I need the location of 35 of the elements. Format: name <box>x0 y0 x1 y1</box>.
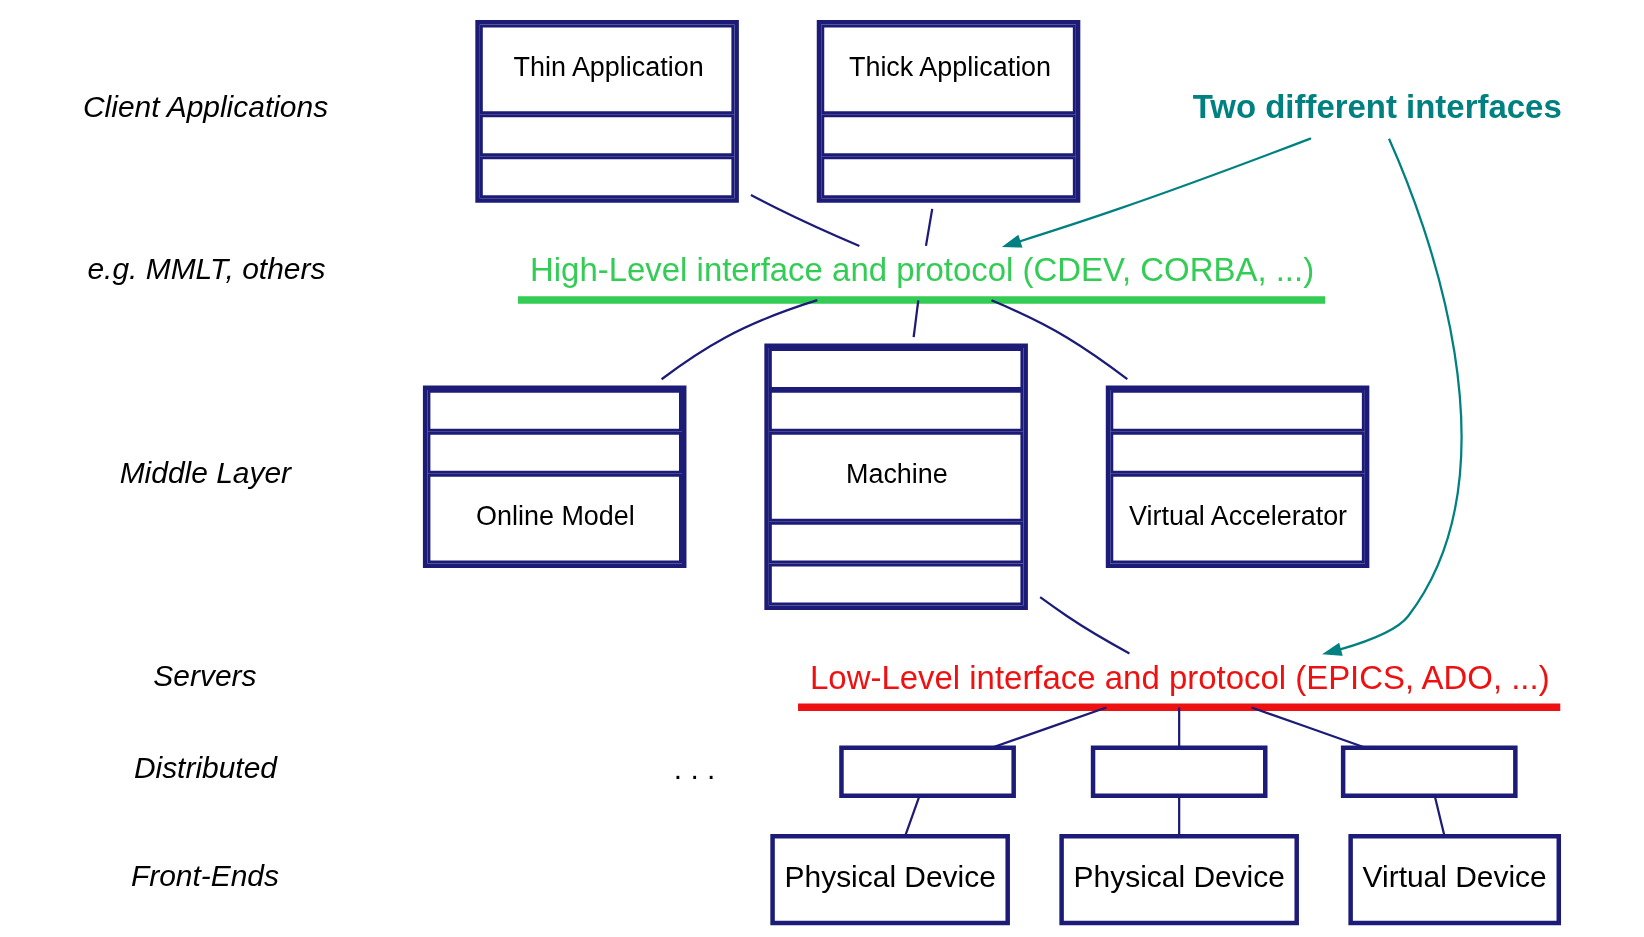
connector <box>1178 707 1181 748</box>
connector <box>924 208 934 247</box>
label: Front-Ends <box>130 858 279 892</box>
label: . . . <box>673 752 716 786</box>
node-box: Physical Device <box>770 833 1010 926</box>
connector <box>912 300 920 338</box>
label: Middle Layer <box>119 455 292 489</box>
arrow <box>1001 137 1312 248</box>
connector <box>991 299 1128 381</box>
arrow <box>1322 138 1463 656</box>
label: Client Applications <box>82 90 329 124</box>
connector <box>750 193 860 247</box>
connector <box>904 795 921 837</box>
node-box <box>1090 745 1268 798</box>
node-text: Two different interfaces <box>1192 88 1562 126</box>
label: Servers <box>153 659 257 693</box>
connector <box>991 706 1107 749</box>
connector <box>660 299 818 381</box>
node-box: Physical Device <box>1059 833 1299 926</box>
connector <box>1251 706 1366 749</box>
connector <box>1433 795 1446 837</box>
connector <box>1178 796 1181 836</box>
node-box: Virtual Accelerator <box>1105 385 1370 569</box>
node-box: Thick Application <box>816 20 1081 203</box>
connector <box>1039 596 1130 655</box>
label: Distributed <box>133 750 277 784</box>
node-text: Low-Level interface and protocol (EPICS, ADO, ...) <box>810 658 1550 696</box>
node-text: High-Level interface and protocol (CDEV, CORBA, ...) <box>529 251 1315 289</box>
node-box <box>839 745 1016 798</box>
node-box: Thin Application <box>475 20 739 203</box>
node-box: Virtual Device <box>1348 833 1562 926</box>
node-box: Machine <box>764 343 1028 610</box>
node-box <box>1340 745 1518 798</box>
node-box: Online Model <box>422 385 687 569</box>
label: e.g. MMLT, others <box>87 252 326 286</box>
